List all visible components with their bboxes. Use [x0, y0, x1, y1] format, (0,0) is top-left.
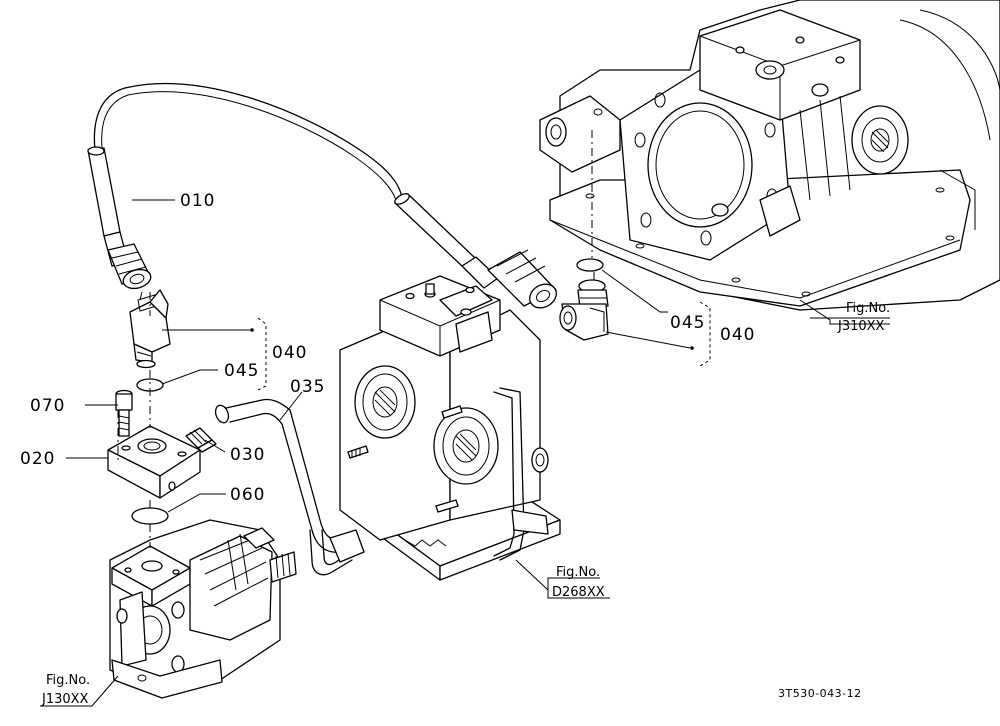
fig-number-j130[interactable]: J130XX [41, 692, 89, 707]
hydraulic-pump [109, 519, 297, 699]
reference-lines [117, 130, 595, 548]
label-040-right: 040 [720, 325, 755, 345]
transmission-housing [539, 0, 1000, 311]
brackets [257, 301, 711, 391]
steel-pipe-035[interactable] [213, 398, 365, 576]
label-070: 070 [30, 396, 65, 416]
socket-bolt-070[interactable] [115, 389, 133, 437]
control-valve-block [339, 275, 561, 581]
leader-lines [40, 199, 890, 707]
label-030: 030 [230, 445, 265, 465]
fig-number-d268[interactable]: D268XX [552, 585, 605, 600]
o-ring-060[interactable] [131, 507, 169, 525]
drawing-code: 3T530-043-12 [778, 687, 862, 700]
label-020: 020 [20, 449, 55, 469]
label-060: 060 [230, 485, 265, 505]
adapter-030[interactable] [185, 427, 217, 453]
o-ring-right[interactable] [576, 258, 604, 272]
label-045-right: 045 [670, 313, 705, 333]
fig-number-j310[interactable]: J310XX [837, 319, 885, 334]
fig-label-d268: Fig.No. [556, 565, 600, 580]
hydraulic-hose-010[interactable] [87, 82, 561, 313]
fig-label-j310: Fig.No. [846, 301, 890, 316]
elbow-fitting-left[interactable] [129, 289, 171, 369]
label-045-left: 045 [224, 361, 259, 381]
flange-020[interactable] [107, 425, 201, 499]
fig-label-j130: Fig.No. [46, 673, 90, 688]
label-035: 035 [290, 377, 325, 397]
label-040-left: 040 [272, 343, 307, 363]
label-010: 010 [180, 191, 215, 211]
elbow-fitting-right[interactable] [559, 279, 609, 341]
